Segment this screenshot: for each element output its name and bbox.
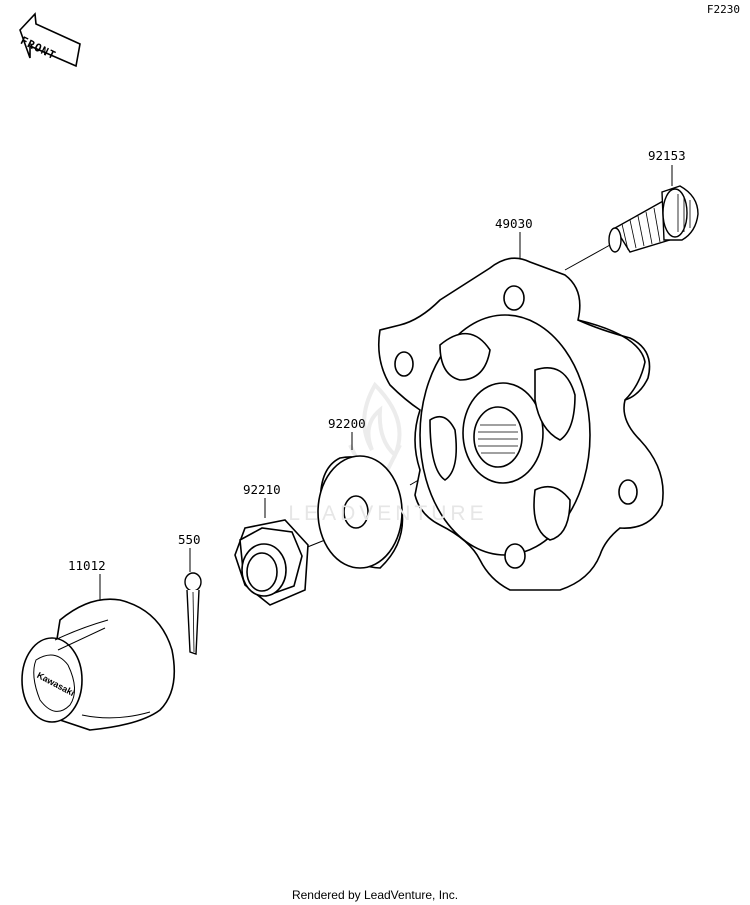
part-label-92153[interactable]: 92153 (648, 148, 686, 163)
washer-part (317, 455, 404, 569)
diagram-reference-code: F2230 (706, 3, 740, 16)
stud-bolt-part (608, 185, 699, 253)
part-label-550[interactable]: 550 (178, 532, 201, 547)
cotter-pin-part (184, 572, 202, 655)
part-label-92210[interactable]: 92210 (243, 482, 281, 497)
hub-part (377, 257, 664, 591)
watermark-text: LEADVENTURE (288, 502, 488, 525)
footer-credit: Rendered by LeadVenture, Inc. (291, 888, 459, 902)
part-label-49030[interactable]: 49030 (495, 216, 533, 231)
part-label-92200[interactable]: 92200 (328, 416, 366, 431)
front-arrow-icon (19, 12, 81, 68)
part-label-11012[interactable]: 11012 (68, 558, 106, 573)
hub-cap-part (21, 598, 176, 731)
nut-part (234, 519, 309, 606)
